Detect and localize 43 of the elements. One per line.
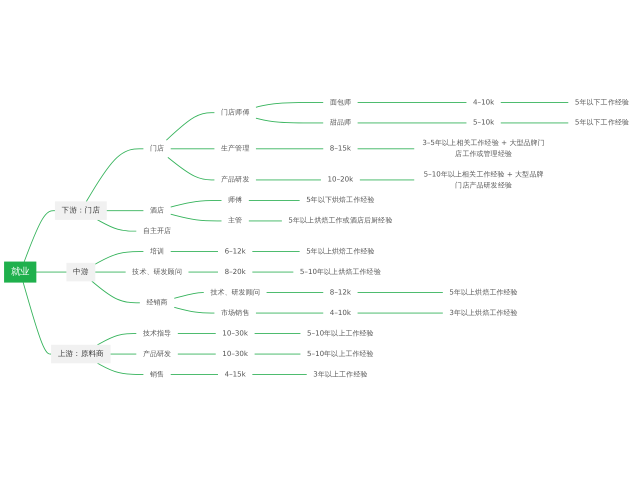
connector [170, 374, 218, 375]
connector [177, 333, 216, 334]
connector [357, 312, 444, 314]
node-box: 就业 [4, 262, 36, 283]
connector [252, 251, 300, 252]
connector [357, 292, 444, 294]
connector [166, 112, 215, 141]
connector [256, 118, 324, 124]
connector [96, 362, 144, 375]
connector [91, 280, 140, 304]
connector [170, 214, 222, 222]
connector [256, 179, 322, 180]
connector [174, 292, 204, 299]
connector [500, 102, 569, 103]
connector [248, 200, 300, 201]
connector [94, 272, 126, 273]
connector [24, 210, 56, 262]
connector [22, 282, 52, 354]
connector [357, 102, 467, 103]
connector [252, 374, 308, 375]
connector [188, 272, 218, 273]
connector [500, 122, 569, 124]
connector [36, 272, 68, 273]
connector [357, 122, 467, 124]
connector [266, 292, 324, 294]
connector [170, 148, 215, 150]
connector [86, 148, 144, 202]
connector [170, 251, 218, 252]
connector [167, 156, 215, 180]
connector [359, 179, 415, 180]
connector [252, 272, 294, 273]
connector [170, 200, 222, 208]
connector [256, 102, 324, 108]
connector [96, 333, 137, 346]
connector [256, 148, 324, 150]
connector [256, 312, 324, 314]
connector [254, 333, 301, 334]
connector [357, 148, 415, 150]
connector [96, 219, 137, 232]
connector [174, 306, 215, 314]
connector [94, 251, 144, 265]
connector [248, 220, 282, 222]
connector [106, 210, 144, 212]
